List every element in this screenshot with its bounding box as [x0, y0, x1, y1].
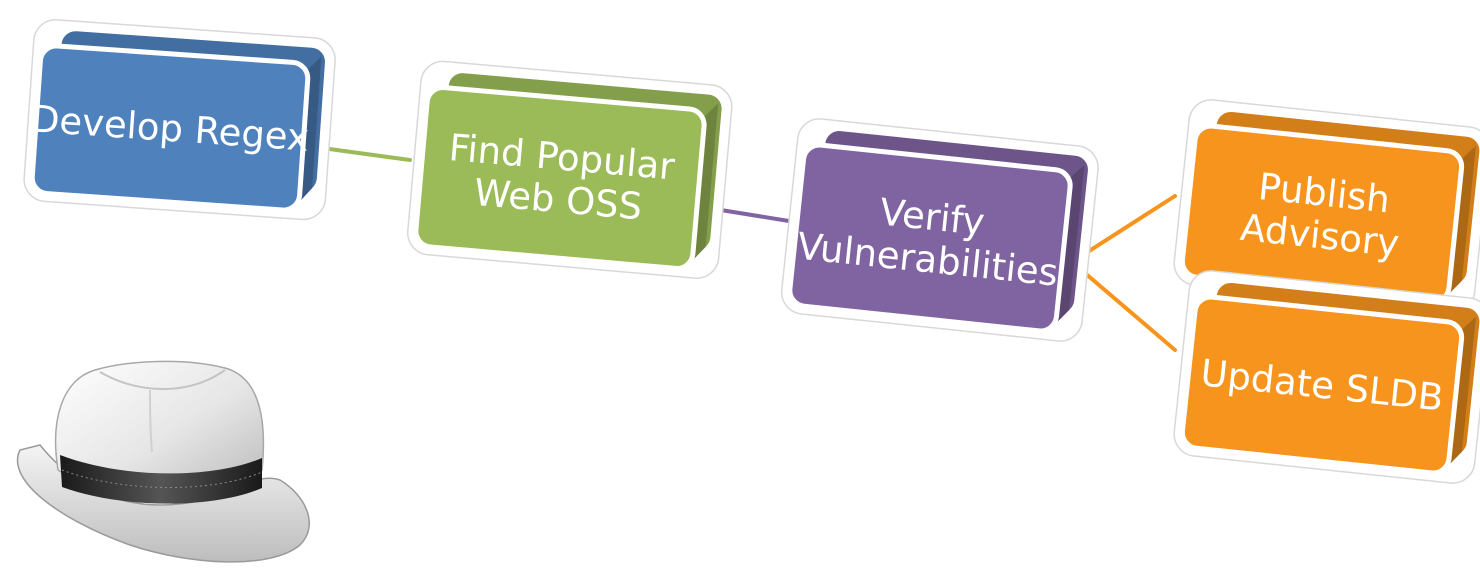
white-fedora-hat-icon [16, 360, 310, 563]
step-update-sldb: Update SLDB [1173, 270, 1480, 484]
step-develop-regex: Develop Regex [23, 19, 336, 221]
connector-verify-vulnerabilities-to-update-sldb [1070, 260, 1177, 352]
